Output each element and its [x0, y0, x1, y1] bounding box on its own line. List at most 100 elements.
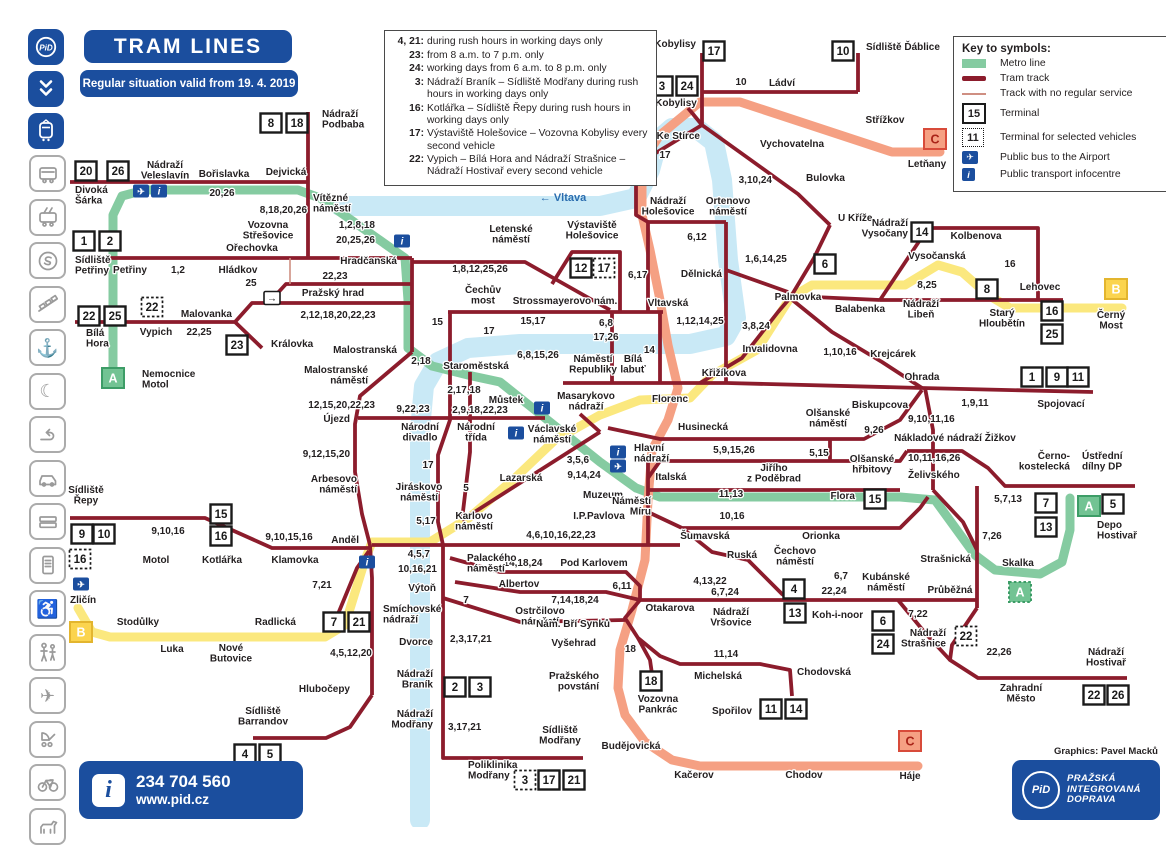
note-row: 16:Kotlářka – Sídliště Řepy during rush … — [391, 103, 649, 127]
station-label: 17 — [659, 150, 671, 161]
station-label: Spořilov — [712, 706, 752, 717]
svg-text:4: 4 — [242, 749, 249, 761]
sidebar-item-bus-icon[interactable] — [29, 155, 66, 192]
station-label: 17 — [483, 326, 495, 337]
sidebar-item-transfer-arrows[interactable] — [28, 71, 64, 107]
station-label: Hládkov — [219, 265, 258, 276]
station-label: 10,16 — [719, 511, 744, 522]
terminal-box: 9 — [1045, 366, 1069, 388]
station-label: Orionka — [802, 531, 840, 542]
metro-terminal-c: C — [923, 128, 947, 150]
terminal-box: 22 — [954, 625, 978, 647]
station-label: 4,6,10,16,22,23 — [526, 530, 596, 541]
station-label: 7,22 — [908, 609, 928, 620]
tram-track — [700, 123, 832, 227]
svg-text:i: i — [541, 404, 544, 415]
note-line-numbers: 22: — [409, 154, 424, 166]
terminal-box: 20 — [74, 160, 98, 182]
sidebar-item-wheelchair-icon[interactable]: ♿ — [29, 590, 66, 627]
sidebar-item-tram[interactable] — [28, 113, 64, 149]
terminal-box: 16 — [209, 525, 233, 547]
website-link[interactable]: www.pid.cz — [136, 791, 210, 807]
station-label: Budějovická — [602, 741, 661, 752]
station-label: Zličín — [70, 595, 96, 606]
sidebar-item-turn-back-icon[interactable] — [29, 416, 66, 453]
station-label: Střížkov — [866, 115, 905, 126]
note-text: Výstaviště Holešovice – Vozovna Kobylisy… — [427, 128, 648, 152]
svg-text:16: 16 — [215, 531, 228, 543]
station-label: Průběžná — [927, 584, 972, 596]
station-label: 16 — [1004, 259, 1016, 270]
legend-label: Track with no regular service — [1000, 88, 1133, 99]
sidebar-item-trolleybus-icon[interactable] — [29, 198, 66, 236]
station-label: 3,8,24 — [742, 321, 770, 332]
sidebar-item-dog-icon[interactable] — [29, 807, 66, 845]
station-label: Michelská — [694, 671, 742, 682]
terminal-box: 22 — [77, 305, 101, 327]
station-label: 9,10,16 — [151, 526, 185, 537]
sidebar-item-family-icon[interactable] — [29, 633, 66, 671]
info-icon: i — [610, 445, 626, 459]
station-label: 3,5,6 — [567, 455, 590, 466]
sidebar-item-train-s-icon[interactable] — [29, 242, 66, 279]
legend-label: Public transport infocentre — [1000, 169, 1121, 180]
info-icon: i — [534, 401, 550, 415]
station-label: 9,22,23 — [396, 404, 430, 415]
svg-text:6: 6 — [822, 259, 828, 271]
tram-track — [460, 418, 472, 521]
terminal-swatch: 15 — [962, 103, 992, 124]
station-label: 2,18 — [411, 356, 431, 367]
station-label: Florenc — [652, 394, 689, 405]
sidebar-item-luggage-icon[interactable] — [29, 503, 66, 540]
station-label: Ohrada — [904, 372, 939, 383]
sidebar-item-pid-logo[interactable]: PiD — [28, 29, 64, 65]
terminal-box: 7 — [322, 611, 346, 633]
station-label: Luka — [160, 644, 184, 655]
terminal-box: 15 — [863, 488, 887, 510]
legend-label: Public bus to the Airport — [1000, 152, 1110, 163]
tram-track — [923, 387, 935, 490]
station-label: 4,5,12,20 — [330, 648, 372, 659]
svg-text:22: 22 — [83, 311, 96, 323]
station-label: Sídliště Ďáblice — [866, 40, 940, 53]
svg-text:3: 3 — [659, 81, 665, 93]
sidebar-item-car-icon[interactable] — [29, 459, 66, 497]
station-label: Petřiny — [113, 265, 147, 276]
sidebar-item-ticket-machine-icon[interactable] — [29, 546, 66, 584]
station-label: Spojovací — [1037, 399, 1085, 410]
svg-text:8: 8 — [984, 284, 991, 296]
station-label: 14 — [644, 345, 656, 356]
terminal-box: 8 — [975, 278, 999, 300]
station-label: Můstek — [489, 394, 524, 406]
sidebar-item-bicycle-icon[interactable] — [29, 764, 66, 801]
tram-track — [578, 412, 602, 434]
station-label: Lehovec — [1020, 282, 1061, 293]
pid-roundel-icon: PiD — [1022, 771, 1060, 809]
sidebar-item-night-service-icon[interactable]: ☾ — [29, 372, 66, 410]
svg-text:24: 24 — [877, 639, 890, 651]
station-label: 5,7,13 — [994, 494, 1022, 505]
sidebar-item-airplane-icon[interactable]: ✈ — [29, 677, 66, 714]
sidebar-item-ferry-icon[interactable]: ⚓ — [29, 329, 66, 366]
svg-text:2: 2 — [452, 682, 458, 694]
terminal-box: 17 — [702, 40, 726, 62]
sidebar-item-funicular-icon[interactable] — [29, 285, 66, 323]
metro-terminal-b: B — [1104, 278, 1128, 300]
station-label: Kačerov — [674, 770, 714, 781]
metro-line-c — [613, 97, 945, 771]
tram-track — [896, 598, 952, 662]
station-label: Nám. Bří Synků — [536, 618, 610, 630]
legend-label: Metro line — [1000, 58, 1046, 69]
sidebar-item-stroller-icon[interactable] — [29, 720, 66, 758]
note-row: 24:working days from 6 a.m. to 8 p.m. on… — [391, 63, 649, 75]
station-label: Výtoň — [408, 583, 436, 594]
tram-track — [907, 449, 1135, 488]
